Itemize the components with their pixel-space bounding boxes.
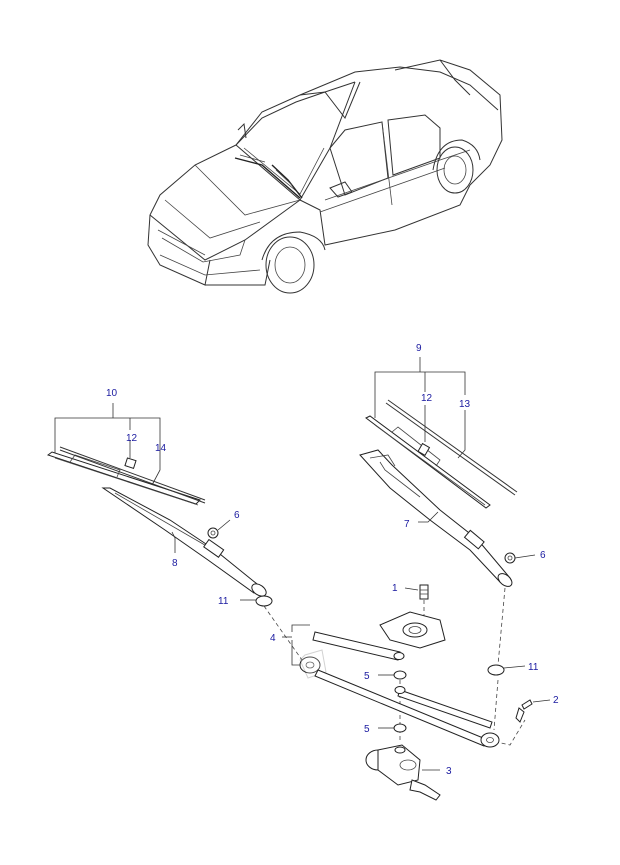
callout-12-right: 12	[421, 393, 433, 404]
callout-10: 10	[106, 388, 118, 399]
callout-7: 7	[404, 519, 410, 530]
callout-14: 14	[155, 443, 167, 454]
callout-5-lower: 5	[364, 724, 370, 735]
callout-13: 13	[459, 399, 471, 410]
left-blade-group	[46, 403, 273, 607]
callout-2: 2	[553, 695, 559, 706]
callout-labels: 1 2 3 4 5 5 6 6 7 8 9 10 11 11 12 12 13 …	[106, 343, 559, 777]
callout-11-right: 11	[528, 662, 539, 673]
callout-8: 8	[172, 558, 178, 569]
callout-4: 4	[270, 633, 276, 644]
callout-5-upper: 5	[364, 671, 370, 682]
callout-12-left: 12	[126, 433, 138, 444]
callout-1: 1	[392, 583, 398, 594]
callout-9: 9	[416, 343, 422, 354]
callout-11-left: 11	[218, 596, 229, 607]
callout-3: 3	[446, 766, 452, 777]
callout-6-right: 6	[540, 550, 546, 561]
right-blade-group	[359, 357, 536, 587]
callout-6-left: 6	[234, 510, 240, 521]
car-illustration	[147, 59, 503, 294]
linkage-assembly	[263, 584, 551, 801]
